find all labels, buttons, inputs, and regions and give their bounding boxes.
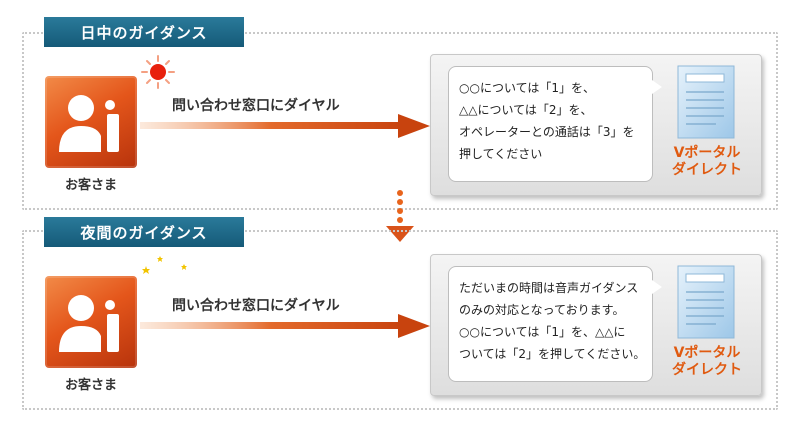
night-guidance-tab: 夜間のガイダンス	[44, 217, 244, 247]
doc-label-line: ダイレクト	[672, 162, 742, 178]
day-guidance-title: 日中のガイダンス	[80, 23, 208, 42]
guidance-bubble: ただいまの時間は音声ガイダンス のみの対応となっております。 ○○については「1…	[448, 266, 653, 382]
day-guidance-tab: 日中のガイダンス	[44, 17, 244, 47]
guidance-line: ○○については「1」を、	[459, 81, 595, 95]
sun-icon	[141, 55, 175, 89]
guidance-line: ただいまの時間は音声ガイダンス	[459, 281, 639, 295]
guidance-line: ついては「2」を押してください。	[459, 347, 646, 361]
guidance-line: オペレーターとの通話は「3」を	[459, 125, 635, 139]
doc-label-line: ダイレクト	[672, 362, 742, 378]
moon-icon	[142, 256, 187, 283]
guidance-line: 押してください	[459, 147, 543, 161]
bubble-tail	[652, 80, 662, 94]
doc-label-line: Vポータル	[673, 145, 741, 161]
dial-label: 問い合わせ窓口にダイヤル	[172, 98, 340, 114]
dial-label: 問い合わせ窓口にダイヤル	[172, 298, 340, 314]
doc-label-line: Vポータル	[673, 345, 741, 361]
arrow-right-icon	[140, 114, 430, 138]
guidance-bubble: ○○については「1」を、 △△については「2」を、 オペレーターとの通話は「3」…	[448, 66, 653, 182]
customer-label: お客さま	[64, 378, 117, 393]
arrow-right-icon	[140, 314, 430, 338]
v-portal-direct-label: Vポータル ダイレクト	[660, 345, 754, 379]
night-guidance-title: 夜間のガイダンス	[80, 223, 208, 242]
customer-icon	[45, 276, 137, 368]
night-guidance-panel	[22, 230, 778, 410]
document-icon	[677, 265, 735, 339]
guidance-line: のみの対応となっております。	[459, 303, 625, 317]
guidance-line: ○○については「1」を、△△に	[459, 325, 626, 339]
customer-label: お客さま	[64, 178, 117, 193]
document-icon	[677, 65, 735, 139]
bubble-tail	[652, 280, 662, 294]
v-portal-direct-label: Vポータル ダイレクト	[660, 145, 754, 179]
guidance-line: △△については「2」を、	[459, 103, 593, 117]
customer-icon	[45, 76, 137, 168]
